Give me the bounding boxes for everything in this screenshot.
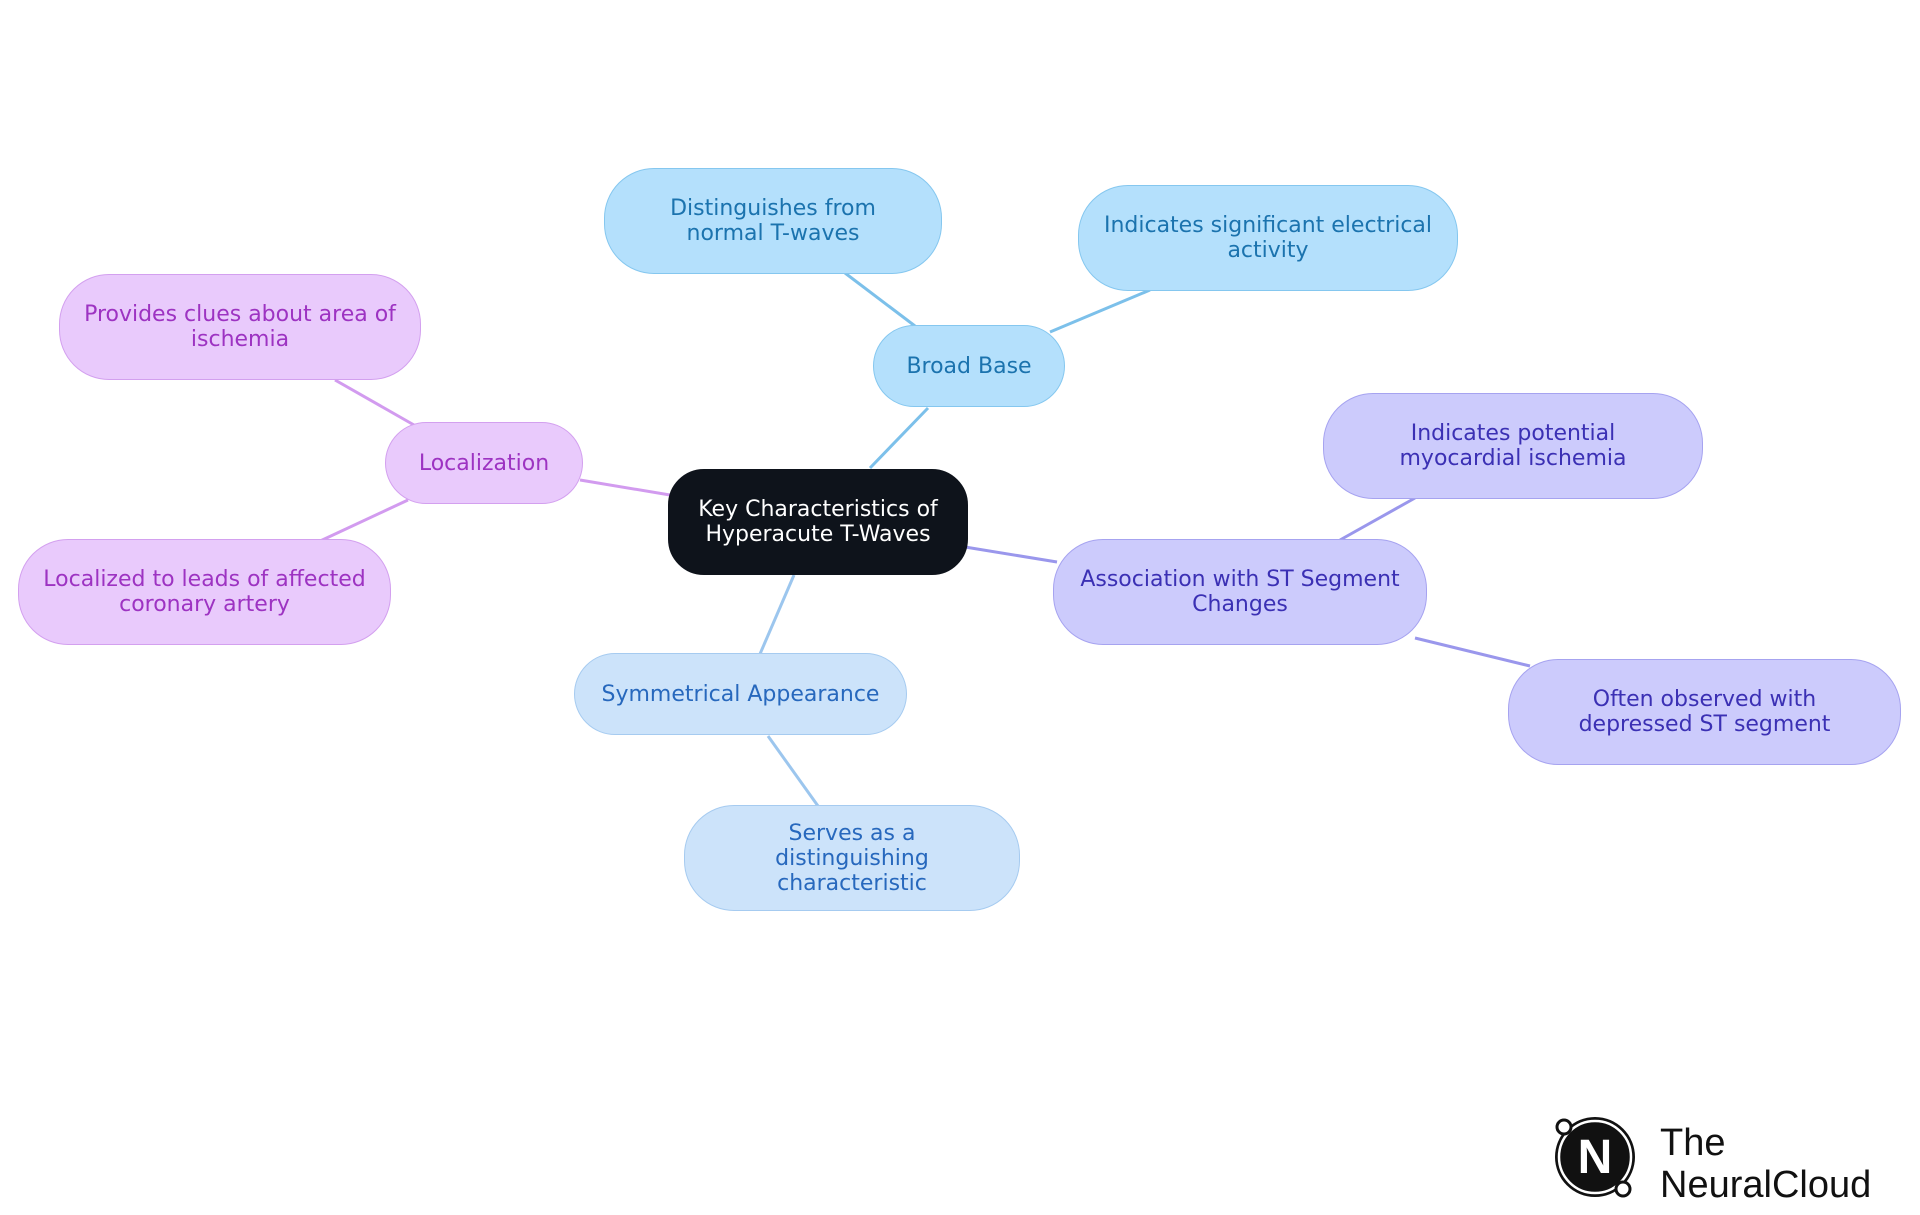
leaf-depressed-st-segment[interactable]: Often observed with depressed ST segment bbox=[1508, 659, 1901, 765]
neuralcloud-logo-icon: N bbox=[1555, 1117, 1635, 1198]
link-broad-base-distinguishes bbox=[844, 271, 916, 328]
leaf-myocardial-ischemia[interactable]: Indicates potential myocardial ischemia bbox=[1323, 393, 1703, 499]
link-localization-clues bbox=[334, 378, 415, 427]
leaf-label: Often observed with depressed ST segment bbox=[1578, 687, 1831, 737]
leaf-label: Localized to leads of affected coronary … bbox=[43, 567, 366, 617]
link-st-ischemia bbox=[1339, 496, 1416, 542]
link-broad-base-indicates bbox=[1049, 288, 1151, 334]
leaf-leads-affected-artery[interactable]: Localized to leads of affected coronary … bbox=[18, 539, 391, 645]
leaf-distinguishes-normal-t-waves[interactable]: Distinguishes from normal T-waves bbox=[604, 168, 942, 274]
leaf-distinguishing-characteristic[interactable]: Serves as a distinguishing characteristi… bbox=[684, 805, 1020, 911]
link-root-symmetrical bbox=[758, 574, 796, 655]
branch-label: Symmetrical Appearance bbox=[601, 681, 880, 707]
branch-st-segment-changes[interactable]: Association with ST Segment Changes bbox=[1053, 539, 1427, 645]
leaf-label: Indicates potential myocardial ischemia bbox=[1399, 421, 1627, 471]
link-localization-leads bbox=[317, 498, 409, 544]
link-symmetrical-serves bbox=[766, 735, 820, 807]
link-root-broad-base bbox=[868, 406, 930, 470]
link-st-depressed bbox=[1414, 636, 1531, 668]
branch-symmetrical-appearance[interactable]: Symmetrical Appearance bbox=[574, 653, 907, 735]
branch-localization[interactable]: Localization bbox=[385, 422, 583, 504]
leaf-clues-area-ischemia[interactable]: Provides clues about area of ischemia bbox=[59, 274, 421, 380]
branch-broad-base[interactable]: Broad Base bbox=[873, 325, 1065, 407]
link-root-st-segment bbox=[964, 545, 1058, 564]
leaf-indicates-electrical-activity[interactable]: Indicates significant electrical activit… bbox=[1078, 185, 1458, 291]
branch-label: Localization bbox=[418, 450, 550, 476]
link-root-localization bbox=[579, 478, 671, 497]
logo-line-2: NeuralCloud bbox=[1660, 1164, 1872, 1206]
root-node[interactable]: Key Characteristics of Hyperacute T-Wave… bbox=[668, 469, 968, 575]
leaf-label: Indicates significant electrical activit… bbox=[1103, 213, 1433, 263]
logo-line-1: The bbox=[1660, 1122, 1726, 1164]
branch-label: Broad Base bbox=[906, 353, 1032, 379]
leaf-label: Distinguishes from normal T-waves bbox=[670, 196, 876, 246]
leaf-label: Provides clues about area of ischemia bbox=[84, 302, 396, 352]
neuralcloud-logo: N The NeuralCloud bbox=[1548, 1110, 1888, 1210]
leaf-label: Serves as a distinguishing characteristi… bbox=[775, 820, 929, 896]
logo-mark-letter: N bbox=[1578, 1131, 1613, 1184]
logo-wordmark: The NeuralCloud bbox=[1660, 1122, 1871, 1206]
branch-label: Association with ST Segment Changes bbox=[1080, 567, 1400, 617]
root-label: Key Characteristics of Hyperacute T-Wave… bbox=[698, 497, 938, 547]
